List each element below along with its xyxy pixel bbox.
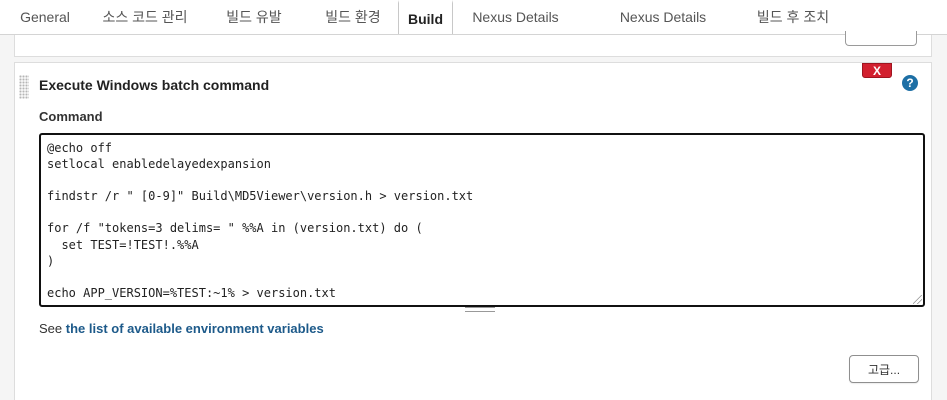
- previous-step-panel: [14, 31, 932, 57]
- code-line: [47, 204, 917, 220]
- code-line: [47, 172, 917, 188]
- delete-step-button[interactable]: X: [862, 63, 892, 78]
- tab-build-environment[interactable]: 빌드 환경: [325, 9, 381, 25]
- code-line: ): [47, 253, 55, 268]
- code-line: for /f "tokens=3 delims= " %%A in (versi…: [47, 221, 423, 236]
- tab-build[interactable]: Build: [398, 0, 453, 34]
- command-textarea[interactable]: @echo off setlocal enabledelayedexpansio…: [39, 133, 925, 307]
- env-vars-prefix: See: [39, 321, 66, 336]
- code-line: findstr /r " [0-9]" Build\MD5Viewer\vers…: [47, 189, 474, 204]
- help-icon[interactable]: ?: [902, 75, 918, 91]
- advanced-button[interactable]: 고급...: [849, 355, 919, 383]
- textarea-resize-handle[interactable]: [465, 307, 495, 312]
- code-line: echo APP_VERSION=%TEST:~1% > version.txt: [47, 285, 336, 300]
- code-line: set TEST=!TEST!.%%A: [47, 237, 199, 252]
- env-vars-link[interactable]: the list of available environment variab…: [65, 321, 324, 336]
- code-line: @echo off: [47, 141, 113, 155]
- tab-post-build-actions[interactable]: 빌드 후 조치: [756, 9, 830, 25]
- tab-general[interactable]: General: [20, 9, 70, 25]
- build-step-panel: Execute Windows batch command X ? Comman…: [14, 62, 932, 400]
- tab-source-code-management[interactable]: 소스 코드 관리: [102, 9, 188, 25]
- tab-build-triggers[interactable]: 빌드 유발: [226, 9, 282, 25]
- tab-nexus-details-2[interactable]: Nexus Details: [619, 9, 707, 25]
- config-tab-bar: General 소스 코드 관리 빌드 유발 빌드 환경 Build Nexus…: [0, 0, 947, 35]
- previous-step-button[interactable]: [845, 31, 917, 46]
- code-line: setlocal enabledelayedexpansion: [47, 157, 271, 172]
- code-line: [47, 269, 917, 285]
- build-step-title: Execute Windows batch command: [39, 77, 270, 93]
- resize-grip-icon[interactable]: [913, 295, 922, 304]
- command-label: Command: [39, 109, 103, 124]
- env-vars-help: See the list of available environment va…: [39, 321, 324, 336]
- drag-handle-icon[interactable]: [19, 75, 29, 99]
- tab-nexus-details-1[interactable]: Nexus Details: [472, 9, 559, 25]
